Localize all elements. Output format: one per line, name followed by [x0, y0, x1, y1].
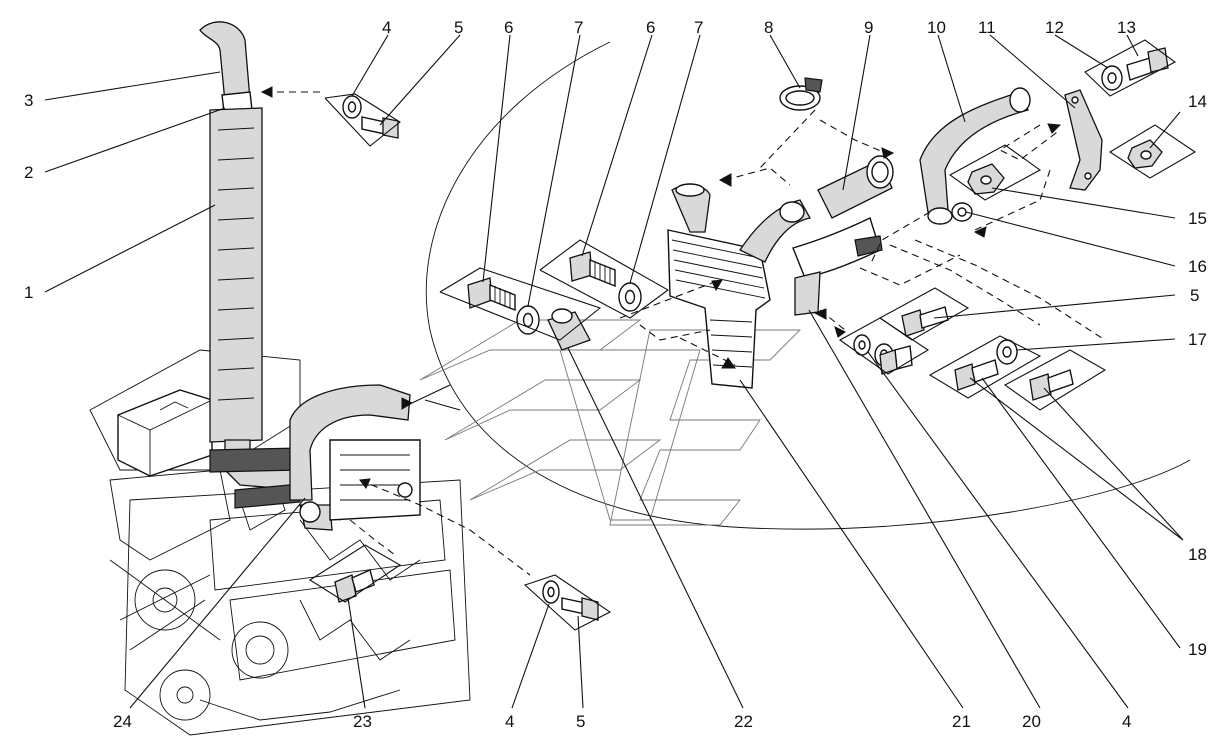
bracket-11 — [1064, 89, 1103, 191]
leader-lines — [44, 34, 1184, 709]
callout-1: 1 — [24, 283, 33, 302]
exhaust-manifold-21 — [667, 183, 812, 389]
bolt-5-bottom — [561, 597, 599, 621]
callout-6-left: 6 — [504, 18, 513, 37]
callout-9: 9 — [864, 18, 873, 37]
muffler-assembly — [199, 21, 301, 509]
callout-10: 10 — [927, 18, 946, 37]
callout-5-right: 5 — [1190, 286, 1199, 305]
bolt-18-b — [1029, 369, 1074, 401]
washer-12 — [1101, 65, 1123, 91]
gasket-16 — [951, 202, 973, 222]
washer-4-bottom — [542, 580, 560, 604]
callout-7-left: 7 — [574, 18, 583, 37]
assembly-dashed-lines — [262, 91, 1106, 576]
callout-12: 12 — [1045, 18, 1064, 37]
nut-15 — [967, 163, 1005, 195]
assembly-outline-ellipse — [425, 41, 1191, 530]
callout-4-bottom: 4 — [505, 712, 514, 731]
bolt-6-left — [467, 277, 516, 312]
engine-block — [89, 349, 471, 736]
washer-7-left — [516, 305, 540, 335]
callout-22: 22 — [734, 712, 753, 731]
callout-2: 2 — [24, 163, 33, 182]
callout-20: 20 — [1022, 712, 1041, 731]
callout-numbers: 3 2 1 4 5 6 7 6 7 8 9 10 11 12 13 14 15 … — [24, 18, 1207, 731]
washer-4-top — [342, 95, 362, 119]
callout-11: 11 — [978, 18, 996, 37]
washer-17 — [996, 339, 1018, 365]
callout-14: 14 — [1188, 92, 1207, 111]
callout-6-right: 6 — [646, 18, 655, 37]
watermark-logo — [419, 319, 802, 526]
heat-shield — [792, 217, 883, 316]
bolt-18-a — [954, 359, 999, 391]
spacer-22 — [547, 308, 591, 351]
bolt-13 — [1126, 47, 1169, 81]
callout-4-right: 4 — [1122, 712, 1131, 731]
washer-7-right — [618, 282, 642, 312]
washer-20 — [853, 334, 871, 356]
exhaust-pipe-assembly-24 — [289, 384, 421, 531]
bolt-6-right — [569, 251, 616, 288]
callout-15: 15 — [1188, 209, 1207, 228]
callout-21: 21 — [952, 712, 971, 731]
arrowheads — [260, 86, 1062, 489]
callout-23: 23 — [353, 712, 372, 731]
nut-14 — [1127, 139, 1163, 169]
hose-clamp-8 — [779, 77, 823, 111]
callout-18: 18 — [1188, 545, 1207, 564]
callout-8: 8 — [764, 18, 773, 37]
callout-7-right: 7 — [694, 18, 703, 37]
callout-3: 3 — [24, 91, 33, 110]
bolt-19 — [879, 345, 913, 375]
exhaust-pipe-10 — [919, 87, 1031, 225]
callout-5-top: 5 — [454, 18, 463, 37]
callout-16: 16 — [1188, 257, 1207, 276]
callout-13: 13 — [1117, 18, 1136, 37]
callout-4-top: 4 — [382, 18, 391, 37]
bolt-5-right — [901, 306, 949, 337]
callout-17: 17 — [1188, 330, 1207, 349]
callout-24: 24 — [113, 712, 132, 731]
callout-5-bottom: 5 — [576, 712, 585, 731]
pipe-sleeve-9 — [817, 155, 894, 219]
callout-19: 19 — [1188, 640, 1207, 659]
